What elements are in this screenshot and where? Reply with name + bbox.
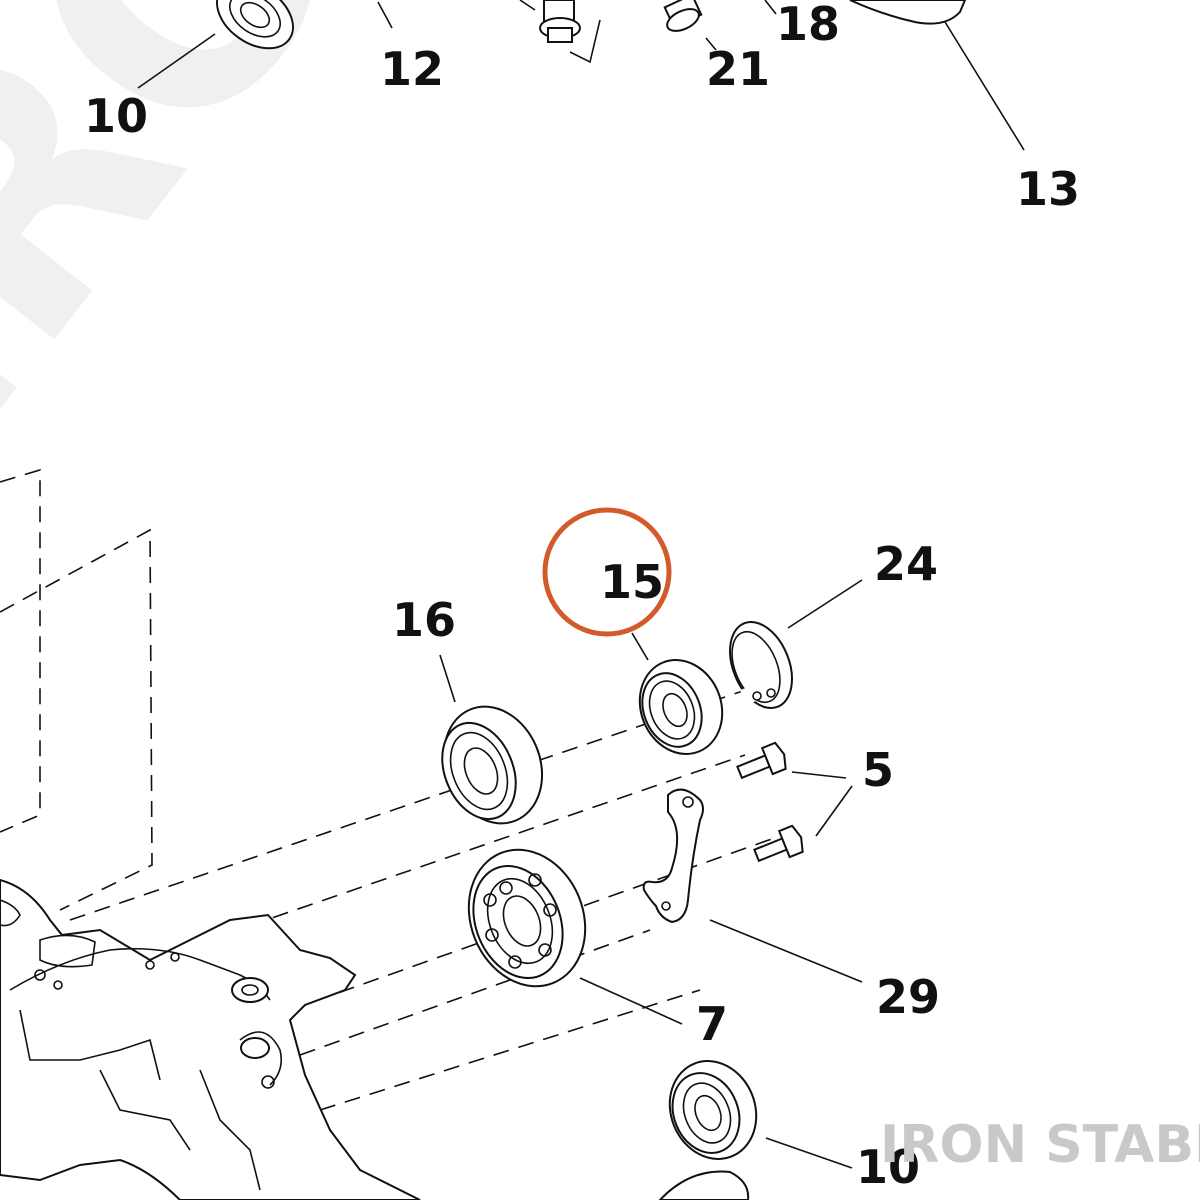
part-7-bearing: [467, 848, 683, 1025]
leader-top-18: [764, 0, 777, 15]
part-16-bearing: [439, 654, 544, 825]
label-12: 12: [380, 42, 444, 96]
label-18: 18: [776, 0, 840, 51]
part-10-bearing-bottom: [658, 1060, 853, 1200]
label-24: 24: [874, 537, 938, 591]
brand-watermark: IRON STABLE: [880, 1115, 1200, 1175]
bushing-21: [663, 0, 717, 51]
crankcase-housing: [0, 878, 421, 1200]
leader-top-10: [137, 33, 216, 89]
watermark: IRON STABLE: [0, 0, 1200, 508]
label-21: 21: [706, 42, 770, 96]
label-13: 13: [1016, 162, 1080, 216]
label-7: 7: [696, 997, 728, 1051]
leader-top-12: [377, 1, 393, 29]
label-15: 15: [600, 555, 664, 609]
part-24-retaining-ring: [729, 579, 863, 710]
bolt-top: [519, 0, 601, 64]
label-10-bottom: 10: [856, 1140, 920, 1194]
label-16: 16: [392, 593, 456, 647]
label-5: 5: [862, 743, 894, 797]
bearing-top-left: [216, 0, 294, 50]
label-10-top: 10: [84, 89, 148, 143]
watermark-text: IRON STABLE: [0, 0, 1200, 508]
part-5-bolts: [736, 741, 853, 863]
part-29-plate: [642, 788, 863, 983]
label-29: 29: [876, 970, 940, 1024]
dashed-outline-left: [0, 468, 153, 911]
part-15-bearing: [631, 632, 724, 755]
housing-13: [849, 0, 1025, 151]
highlight-circle: [542, 507, 672, 637]
